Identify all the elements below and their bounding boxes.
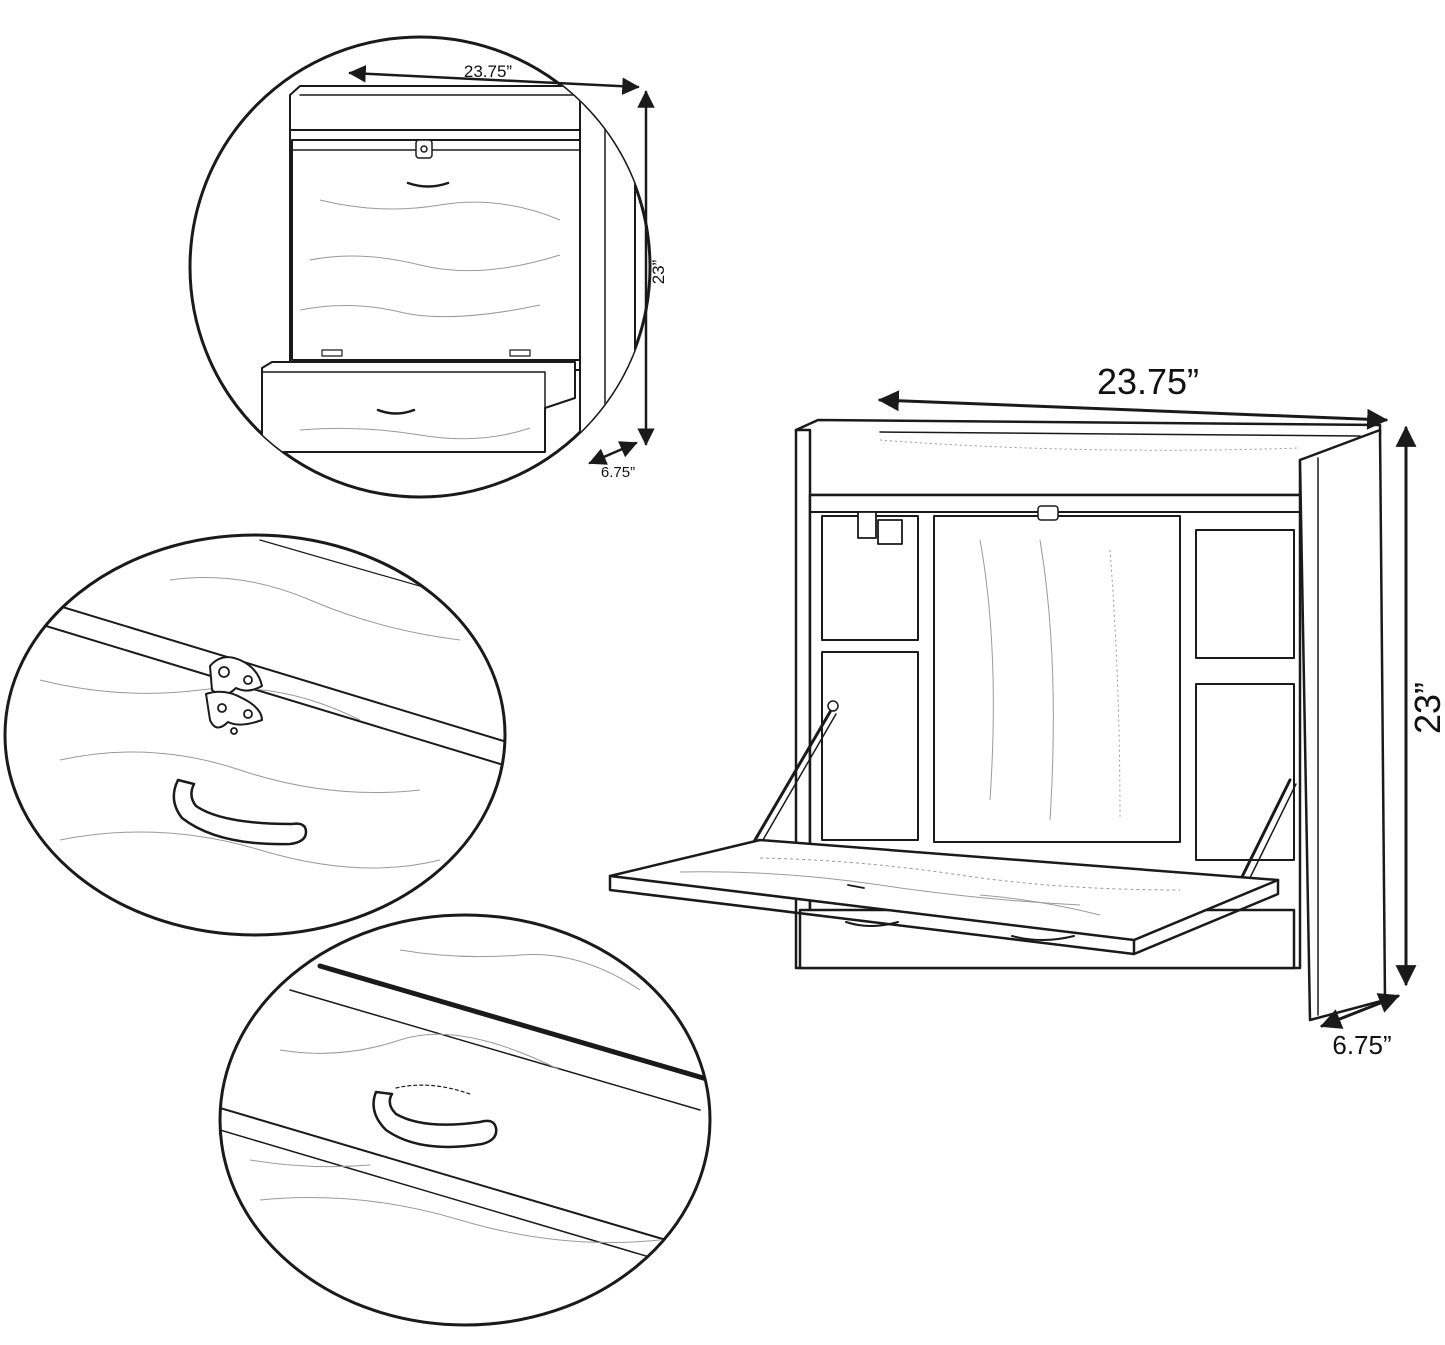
detail-width-label: 23.75”: [464, 62, 513, 81]
open-desk-main-view: 23.75” 23” 6.75”: [608, 361, 1445, 1060]
main-depth-label: 6.75”: [1332, 1030, 1391, 1060]
main-height-label: 23”: [1407, 682, 1445, 734]
drawer-handle-closeup: [218, 913, 712, 1327]
detail-height-label: 23”: [649, 259, 668, 284]
latch-hardware: [205, 656, 263, 735]
latch-closeup: [3, 533, 507, 937]
detail-depth-label: 6.75”: [601, 464, 635, 481]
closed-desk-detail: 23.75” 23” 6.75”: [188, 35, 668, 499]
main-width-label: 23.75”: [1097, 361, 1199, 402]
